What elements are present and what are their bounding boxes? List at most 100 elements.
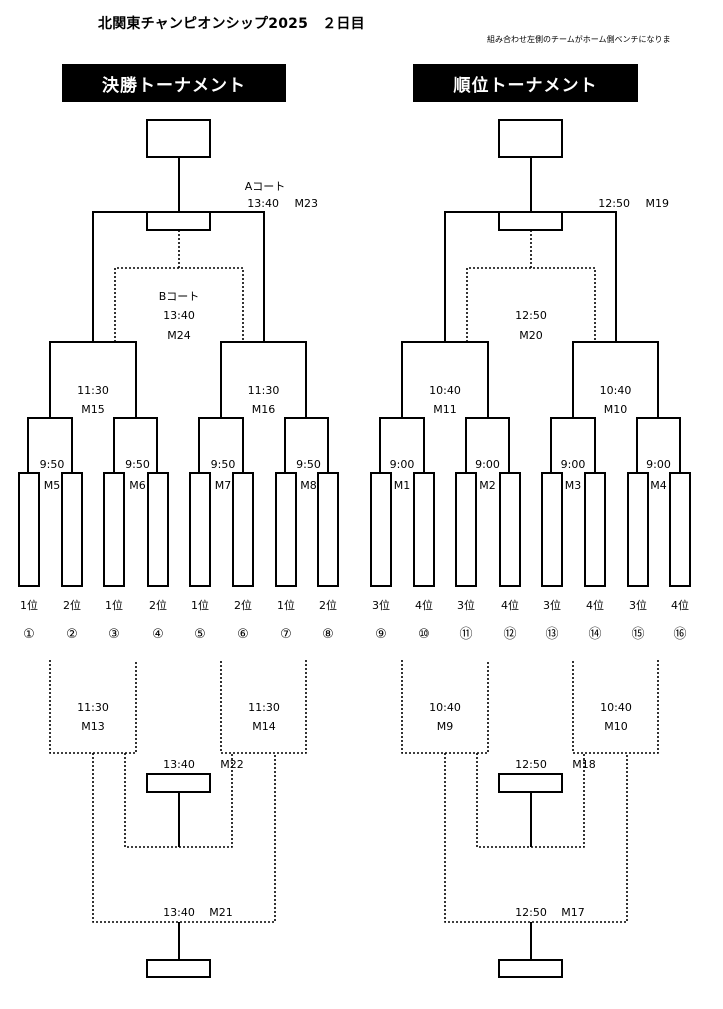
- rank-label: 3位: [629, 598, 647, 612]
- bottom-outer-time: 12:50: [515, 906, 547, 919]
- seed-number: ⑬: [545, 627, 558, 642]
- rank-label: 2位: [149, 598, 167, 612]
- first-round-bracket-line: [27, 417, 73, 473]
- semi-match-id: M15: [81, 403, 105, 416]
- team-slot: [275, 472, 297, 587]
- bottom-outer-bracket-line: [92, 753, 276, 923]
- semi-bracket-line: [572, 341, 659, 418]
- court-b-label: Bコート: [159, 290, 200, 303]
- team-slot: [147, 472, 169, 587]
- first-round-match-id: M5: [44, 479, 61, 492]
- inner-match-id: M20: [519, 329, 543, 342]
- semi-match-id: M16: [252, 403, 276, 416]
- bottom-final-box: [146, 959, 211, 978]
- bottom-inner-match-id: M22: [220, 758, 244, 771]
- bottom-inner-bracket-line: [124, 753, 233, 848]
- seed-number: ⑫: [503, 627, 516, 642]
- rank-label: 4位: [415, 598, 433, 612]
- rank-label: 1位: [191, 598, 209, 612]
- inner-bracket-line: [114, 267, 244, 342]
- bottom-semi-time: 11:30: [77, 701, 109, 714]
- team-slot: [584, 472, 606, 587]
- team-slot: [455, 472, 477, 587]
- inner-match-id: M24: [167, 329, 191, 342]
- bottom-outer-match-id: M21: [209, 906, 233, 919]
- final-tournament-banner: 決勝トーナメント: [62, 64, 286, 102]
- rank-label: 2位: [234, 598, 252, 612]
- bottom-semi-right-line: [572, 660, 659, 754]
- bottom-inner-time: 13:40: [163, 758, 195, 771]
- rank-label: 4位: [501, 598, 519, 612]
- first-round-time: 9:00: [561, 458, 586, 471]
- bottom-inner-match-id: M18: [572, 758, 596, 771]
- page-title: 北関東チャンピオンシップ2025 ２日目: [98, 16, 365, 32]
- team-slot: [189, 472, 211, 587]
- final-match-box: [498, 211, 563, 231]
- first-round-time: 9:50: [125, 458, 150, 471]
- seed-number: ③: [108, 627, 120, 642]
- semi-match-id: M11: [433, 403, 457, 416]
- seed-number: ⑧: [322, 627, 334, 642]
- final-match-box: [146, 211, 211, 231]
- first-round-match-id: M8: [300, 479, 317, 492]
- bottom-semi-match-id: M10: [604, 720, 628, 733]
- first-round-match-id: M1: [394, 479, 411, 492]
- first-round-time: 9:00: [646, 458, 671, 471]
- seed-number: ⑤: [194, 627, 206, 642]
- bottom-semi-time: 10:40: [429, 701, 461, 714]
- seed-number: ①: [23, 627, 35, 642]
- bottom-semi-match-id: M13: [81, 720, 105, 733]
- team-slot: [103, 472, 125, 587]
- rank-label: 1位: [20, 598, 38, 612]
- seed-number: ⑯: [673, 627, 686, 642]
- court-a-label: Aコート: [245, 180, 286, 193]
- first-round-time: 9:00: [390, 458, 415, 471]
- seed-number: ⑩: [418, 627, 430, 642]
- team-slot: [370, 472, 392, 587]
- first-round-match-id: M4: [650, 479, 667, 492]
- semi-time: 11:30: [77, 384, 109, 397]
- final-match-id: M19: [646, 197, 670, 210]
- team-slot: [669, 472, 691, 587]
- rank-label: 4位: [671, 598, 689, 612]
- seed-number: ⑨: [375, 627, 387, 642]
- bottom-final-box: [498, 959, 563, 978]
- first-round-bracket-line: [550, 417, 596, 473]
- first-round-time: 9:50: [211, 458, 236, 471]
- seed-number: ⑭: [588, 627, 601, 642]
- inner-bracket-line: [466, 267, 596, 342]
- bottom-outer-bracket-line: [444, 753, 628, 923]
- semi-bracket-line: [401, 341, 489, 418]
- rank-label: 3位: [457, 598, 475, 612]
- final-bracket: 11:30M1511:30M169:50M59:50M69:50M79:50M8…: [18, 119, 339, 978]
- seed-number: ②: [66, 627, 78, 642]
- first-round-bracket-line: [636, 417, 681, 473]
- bottom-inner-match-box: [498, 773, 563, 793]
- seed-number: ⑦: [280, 627, 292, 642]
- seed-number: ④: [152, 627, 164, 642]
- first-round-bracket-line: [198, 417, 244, 473]
- rank-label: 2位: [319, 598, 337, 612]
- first-round-time: 9:50: [296, 458, 321, 471]
- inner-time: 13:40: [163, 309, 195, 322]
- bottom-semi-right-line: [220, 660, 307, 754]
- bottom-outer-time: 13:40: [163, 906, 195, 919]
- ranking-bracket: 10:40M1110:40M109:00M19:00M29:00M39:00M4…: [370, 119, 691, 978]
- seed-number: ⑪: [459, 627, 472, 642]
- bottom-inner-bracket-line: [476, 753, 585, 848]
- team-slot: [61, 472, 83, 587]
- bottom-semi-match-id: M9: [437, 720, 454, 733]
- semi-bracket-line: [49, 341, 137, 418]
- semi-time: 10:40: [600, 384, 632, 397]
- bottom-semi-time: 10:40: [600, 701, 632, 714]
- rank-label: 3位: [372, 598, 390, 612]
- semi-match-id: M10: [604, 403, 628, 416]
- team-slot: [499, 472, 521, 587]
- first-round-bracket-line: [113, 417, 158, 473]
- bench-note: 組み合わせ左側のチームがホーム側ベンチになりま: [487, 35, 671, 44]
- bottom-inner-time: 12:50: [515, 758, 547, 771]
- semi-time: 10:40: [429, 384, 461, 397]
- rank-label: 3位: [543, 598, 561, 612]
- semi-bracket-line: [220, 341, 307, 418]
